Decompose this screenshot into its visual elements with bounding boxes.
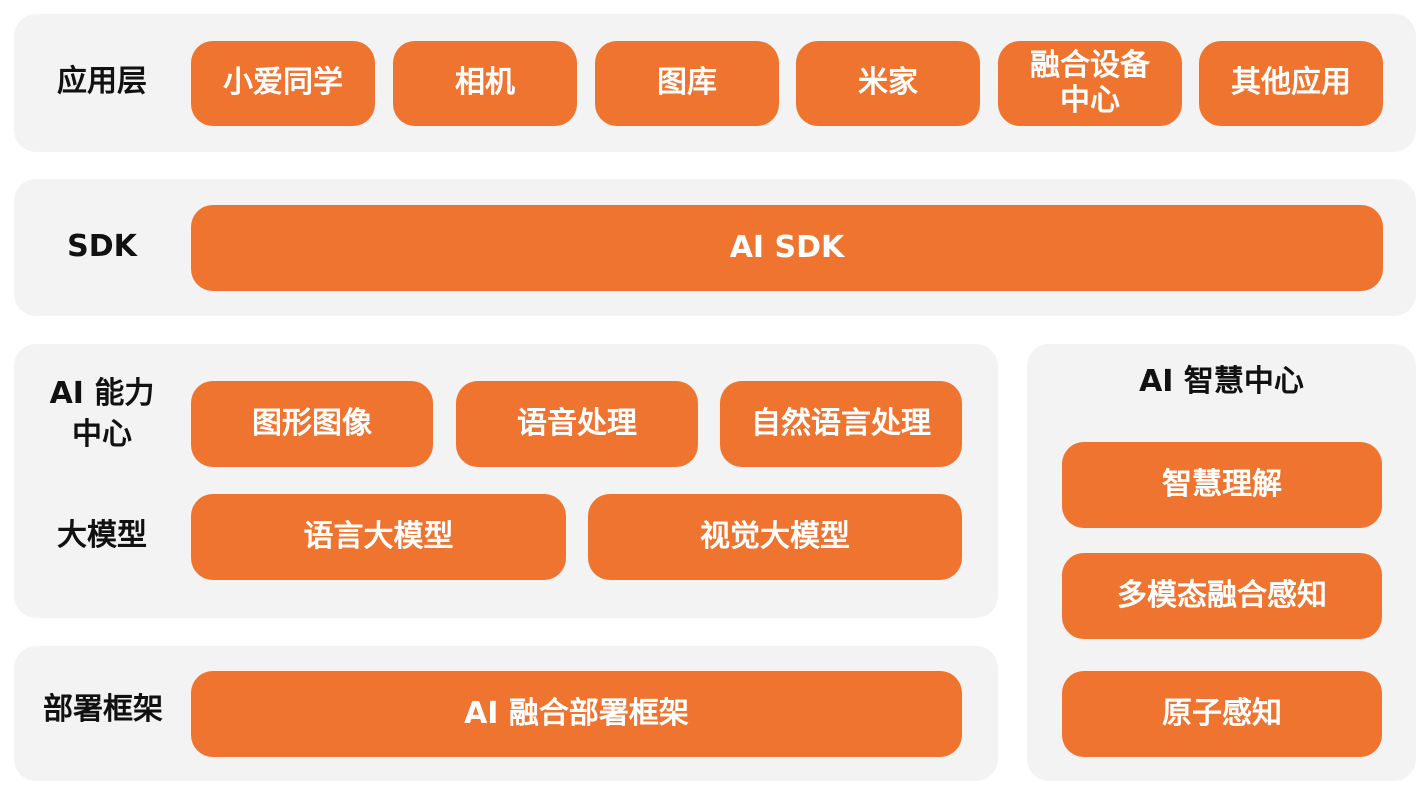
app-layer-label: 应用层 [57,64,147,99]
ai-ability-label-text: AI 能力中心 [49,376,155,452]
ability-speech-processing: 语音处理 [456,381,698,467]
smart-center-title: AI 智慧中心 [1139,364,1304,399]
app-item-mijia: 米家 [796,41,980,126]
app-item-device-center-label: 融合设备中心 [1030,48,1150,118]
app-item-camera: 相机 [393,41,577,126]
multimodal-perception: 多模态融合感知 [1062,553,1382,639]
ai-sdk-box: AI SDK [191,205,1383,291]
ability-nlp: 自然语言处理 [720,381,962,467]
atomic-perception: 原子感知 [1062,671,1382,757]
app-item-xiaoai: 小爱同学 [191,41,375,126]
sdk-layer-label: SDK [67,229,137,264]
app-item-device-center: 融合设备中心 [998,41,1182,126]
smart-understanding: 智慧理解 [1062,442,1382,528]
large-model-label: 大模型 [57,518,147,553]
ai-ability-label: AI 能力中心 [40,374,164,455]
deploy-framework-box: AI 融合部署框架 [191,671,962,757]
ability-graphics-image: 图形图像 [191,381,433,467]
app-item-gallery: 图库 [595,41,779,126]
model-language: 语言大模型 [191,494,566,580]
deploy-label: 部署框架 [43,692,163,727]
app-item-other: 其他应用 [1199,41,1383,126]
model-vision: 视觉大模型 [588,494,962,580]
